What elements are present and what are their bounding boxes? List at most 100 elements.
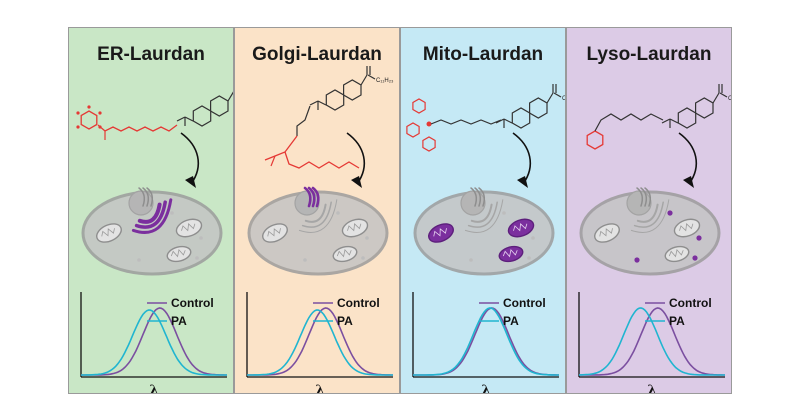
alkyl-bond (719, 92, 728, 98)
naphthalene-ring (695, 97, 714, 119)
arrow-curve (180, 132, 199, 185)
er-probe-structure: C₁₁H₂₃ (76, 91, 233, 140)
nucleus (294, 190, 320, 216)
phenyl-ring (412, 98, 426, 114)
nucleus (460, 190, 486, 216)
fluorine-atom (87, 105, 91, 109)
lysosome (170, 211, 174, 215)
cell-diagram (81, 187, 223, 276)
nucleus (626, 190, 652, 216)
lysosome (336, 211, 340, 215)
mitochondrion-cristae (679, 223, 694, 232)
mitochondrion (594, 223, 620, 243)
control-spectrum (81, 307, 227, 376)
control-spectrum (413, 307, 559, 376)
amine-bond (176, 116, 186, 122)
cell-diagram (247, 186, 389, 276)
lysosome (469, 258, 473, 262)
er-membrane (131, 198, 173, 234)
mitochondrion-cristae (336, 249, 352, 258)
golgi-cisterna (303, 186, 312, 208)
naphthalene-ring (210, 95, 229, 117)
cell-diagram (579, 187, 721, 276)
legend-pa-label: PA (337, 314, 353, 328)
phenyl-ring (422, 136, 436, 152)
naphthalene-ring (677, 107, 697, 129)
alkyl-chain-label: C₁₁H₂₃ (562, 96, 566, 102)
mitochondrion-cristae (502, 249, 518, 258)
alkyl-bond (367, 74, 376, 80)
mitochondrion (175, 218, 203, 238)
amine-bond (669, 118, 679, 124)
mitochondrion (341, 218, 369, 238)
lysosome (667, 210, 673, 216)
hydroxyl-bond (270, 155, 276, 167)
arrowhead (517, 176, 528, 188)
mitochondrion-cristae (599, 228, 613, 237)
amine-bond (661, 118, 671, 124)
fluorine-atom (76, 125, 80, 129)
legend-pa-label: PA (669, 314, 685, 328)
control-spectrum (247, 307, 393, 376)
arrow-curve (346, 132, 365, 185)
naphthalene-ring (192, 105, 212, 127)
arrowhead (683, 176, 694, 188)
x-axis-symbol: λ (315, 383, 324, 394)
ceramide-chain (284, 151, 360, 169)
arrow-curve (512, 132, 531, 185)
curved-arrow (180, 132, 199, 188)
er-membrane (630, 199, 670, 233)
pa-spectrum (81, 309, 227, 376)
mitochondrion-cristae (267, 228, 281, 237)
lysosome (303, 258, 307, 262)
mitochondrion (262, 223, 288, 243)
lysosome (527, 256, 531, 260)
mitochondrion-cristae (668, 249, 684, 258)
pa-spectrum (579, 307, 725, 376)
golgi-cisterna (478, 187, 486, 207)
naphthalene-ring (529, 97, 548, 119)
lyso-probe-structure: C₁₁H₂₃ (586, 84, 731, 150)
ketone-bond (360, 74, 368, 86)
golgi-cisterna (474, 187, 482, 207)
lysosome (502, 211, 506, 215)
panel-title: Golgi-Laurdan (252, 44, 382, 65)
curved-arrow (512, 132, 531, 188)
golgi-cisterna (307, 186, 316, 208)
x-axis-symbol: λ (481, 383, 490, 394)
er-membrane (134, 200, 167, 229)
mitochondrion (96, 223, 122, 243)
lysosome (361, 256, 365, 260)
legend-control-label: Control (503, 296, 546, 310)
golgi-cisterna (142, 187, 150, 207)
fluorine-atom (98, 111, 102, 115)
lysosome (696, 235, 702, 241)
pa-spectrum (247, 309, 393, 376)
golgi-cisterna (311, 186, 320, 208)
alkyl-chain-label: C₁₁H₂₃ (376, 78, 394, 84)
mitochondrion-cristae (347, 223, 362, 232)
golgi-cisterna (138, 187, 146, 207)
ketone-bond (712, 92, 720, 104)
phenyl-ring (406, 122, 420, 138)
curved-arrow (346, 132, 365, 188)
mitochondrion (428, 223, 454, 243)
lysosome (199, 236, 203, 240)
golgi-cisterna (644, 187, 652, 207)
golgi-probe-structure: C₁₁H₂₃ (264, 66, 394, 169)
er-membrane (633, 201, 664, 228)
alkyl-linker (430, 119, 502, 125)
ceramide-head (264, 135, 298, 161)
golgi-cisterna (640, 187, 648, 207)
lysosome (195, 256, 199, 260)
arrow-curve (678, 132, 697, 185)
control-spectrum (579, 307, 725, 376)
glycine-linker (296, 105, 311, 136)
fluorine-atom (76, 111, 80, 115)
